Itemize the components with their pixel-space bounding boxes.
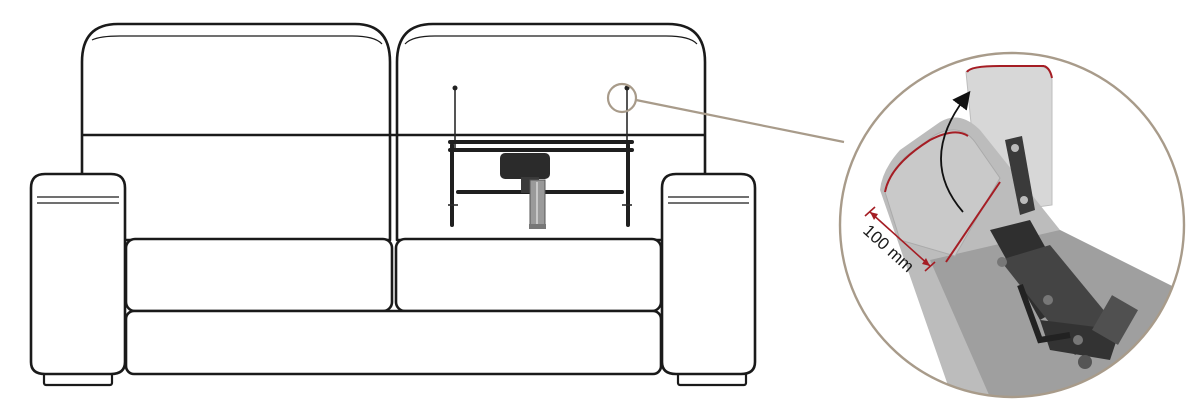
left-arm xyxy=(29,172,127,376)
callout-leader-line xyxy=(635,98,845,144)
zoom-detail: 100 mm xyxy=(838,51,1186,399)
upper-arm xyxy=(1005,136,1035,215)
detail-callout-circle xyxy=(606,82,638,114)
sofa xyxy=(29,22,757,387)
back-cushion-left xyxy=(80,22,392,242)
cushion-seam-line xyxy=(945,181,1001,263)
seat-cushion-left xyxy=(124,237,394,313)
sofa-base xyxy=(124,309,663,376)
seat-cushion-right xyxy=(394,237,663,313)
zoom-circle-border xyxy=(838,51,1186,399)
back-cushion-right xyxy=(395,22,707,242)
raised-top-edge xyxy=(966,65,1044,73)
lowered-top-edge xyxy=(884,131,969,193)
right-arm xyxy=(660,172,757,376)
back-cushion-left-seam xyxy=(91,35,383,45)
back-cushion-right-seam xyxy=(404,35,698,45)
motor-housing xyxy=(500,153,550,179)
lift-arrow xyxy=(940,90,971,213)
headrest-mechanism xyxy=(448,85,634,229)
